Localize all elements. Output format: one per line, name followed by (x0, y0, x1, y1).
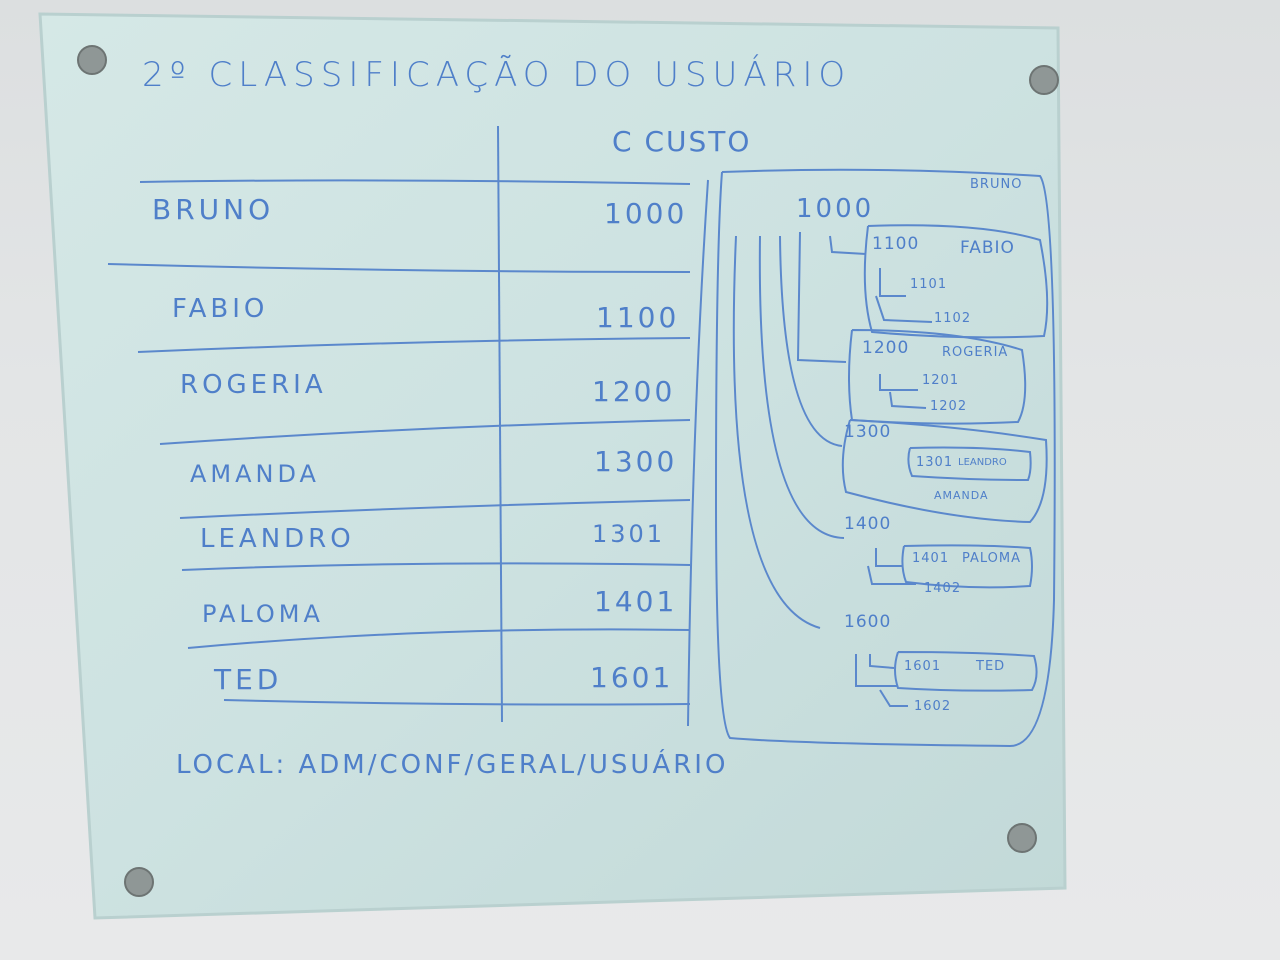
tree-node-1301-name: LEANDRO (958, 457, 1007, 468)
tree-node-1401-name: PALOMA (962, 551, 1022, 566)
row-code-1200: 1200 (592, 375, 676, 408)
tree-node-1100-name: FABIO (960, 238, 1015, 258)
tree-diagram (714, 168, 1056, 748)
tree-node-1401: 1401 (912, 551, 950, 566)
tree-node-1601: 1601 (904, 659, 942, 674)
row-code-1100: 1100 (596, 301, 680, 334)
row-name-rogeria: ROGERIA (180, 370, 327, 400)
board-title: 2º CLASSIFICAÇÃO DO USUÁRIO (142, 55, 852, 95)
tree-node-1400: 1400 (844, 514, 892, 534)
tree-node-1601-name: TED (976, 659, 1006, 674)
row-code-1000: 1000 (604, 197, 688, 230)
row-name-leandro: LEANDRO (200, 524, 355, 554)
tree-node-1200: 1200 (862, 338, 910, 358)
glass-panel (38, 12, 1067, 920)
row-name-bruno: BRUNO (152, 193, 275, 226)
tree-node-1200-name: ROGERIA (942, 345, 1009, 360)
tree-node-1101: 1101 (910, 277, 948, 292)
row-name-fabio: FABIO (172, 294, 269, 324)
tree-node-1402: 1402 (924, 581, 962, 596)
tree-node-1100: 1100 (872, 234, 920, 254)
mount-screws (77, 45, 1059, 897)
table-lines (107, 125, 709, 727)
tree-node-1600: 1600 (844, 612, 892, 632)
row-code-1601: 1601 (590, 661, 674, 694)
tree-node-1000: 1000 (796, 194, 875, 224)
row-name-paloma: PALOMA (202, 600, 324, 628)
tree-node-1202: 1202 (930, 399, 968, 414)
row-name-ted: TED (214, 663, 283, 696)
tree-node-1301: 1301 (916, 455, 954, 470)
tree-root-label: BRUNO (970, 177, 1023, 192)
row-code-1300: 1300 (594, 445, 678, 478)
tree-node-1300-name: AMANDA (934, 489, 989, 502)
cost-center-header: C CUSTO (612, 125, 752, 158)
tree-node-1102: 1102 (934, 311, 972, 326)
row-code-1401: 1401 (594, 585, 678, 618)
footer-local-path: LOCAL: ADM/CONF/GERAL/USUÁRIO (176, 750, 729, 780)
row-code-1301: 1301 (592, 520, 666, 548)
row-name-amanda: AMANDA (190, 460, 320, 488)
tree-node-1602: 1602 (914, 699, 952, 714)
tree-node-1300: 1300 (844, 422, 892, 442)
tree-node-1201: 1201 (922, 373, 960, 388)
